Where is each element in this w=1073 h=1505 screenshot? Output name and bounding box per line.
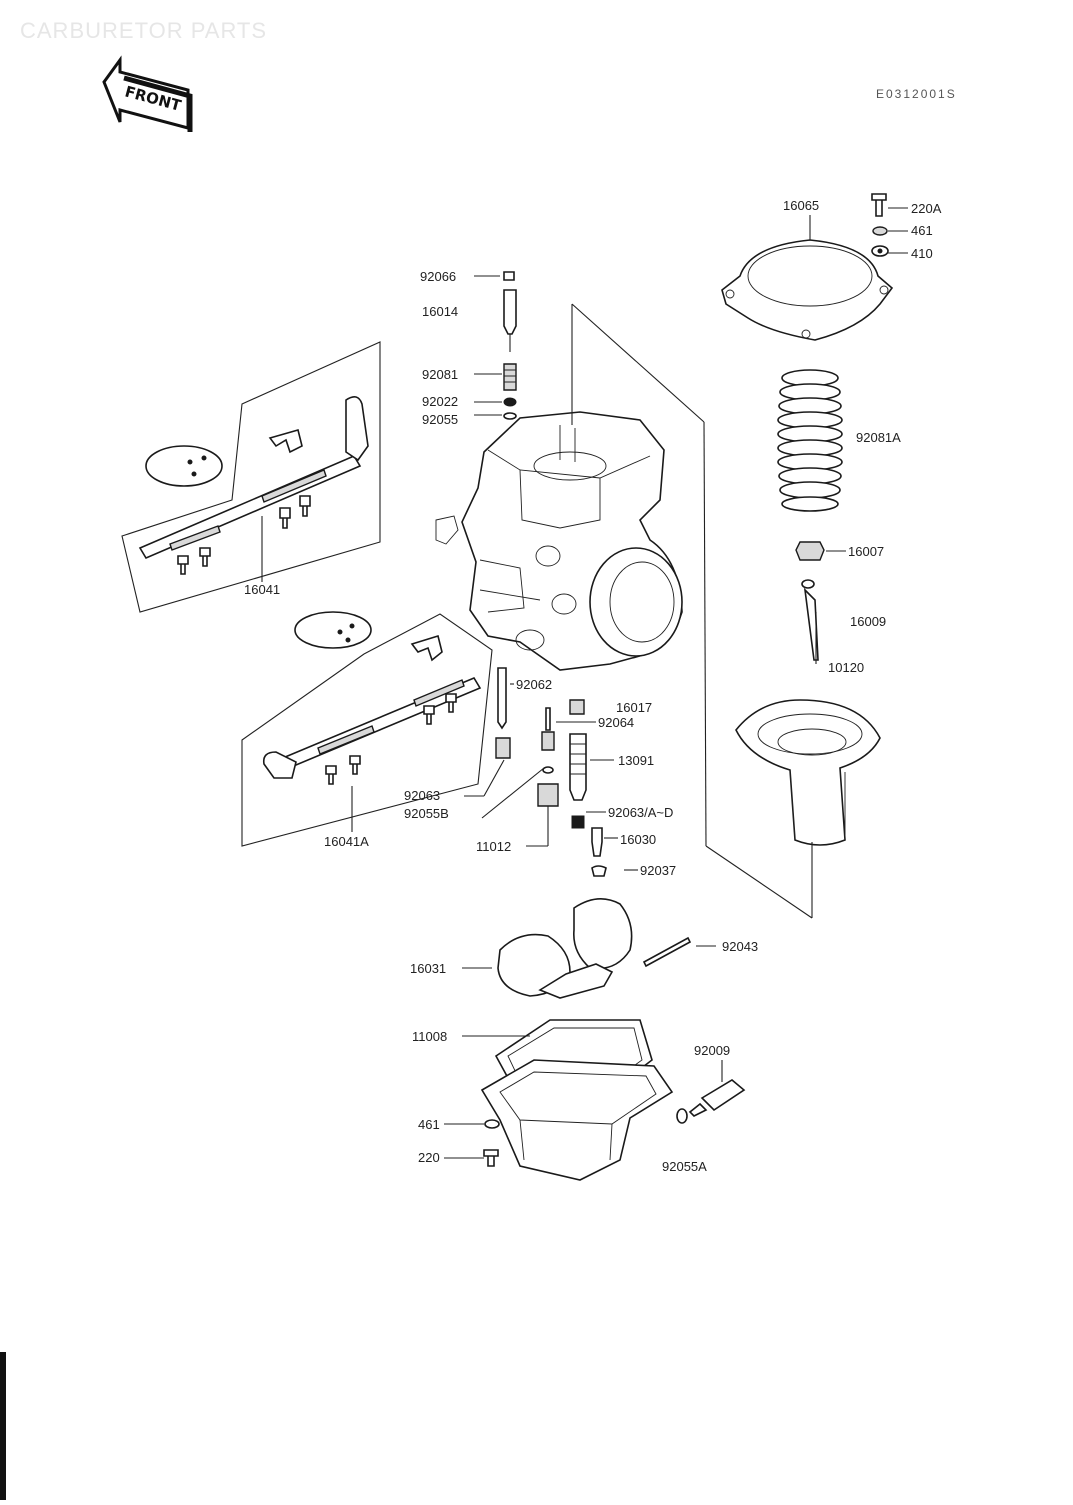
pilot-jet-92062 bbox=[497, 667, 507, 730]
plug-11012 bbox=[537, 783, 559, 807]
lever-assembly-16041A bbox=[241, 611, 493, 847]
top-cover-assembly bbox=[721, 193, 894, 341]
label-92037: 92037 bbox=[640, 863, 676, 878]
spring-92081A bbox=[777, 369, 843, 512]
drain-screw-92009 bbox=[676, 1079, 746, 1124]
label-220: 220 bbox=[418, 1150, 440, 1165]
needle-jet-parts bbox=[503, 271, 517, 420]
main-jet-16017 bbox=[569, 699, 585, 715]
label-16031: 16031 bbox=[410, 961, 446, 976]
label-16009: 16009 bbox=[850, 614, 886, 629]
label-92055B: 92055B bbox=[404, 806, 449, 821]
label-16014: 16014 bbox=[422, 304, 458, 319]
scan-edge-mark bbox=[0, 1352, 6, 1500]
washer-small-92055B bbox=[542, 766, 554, 774]
label-92066: 92066 bbox=[420, 269, 456, 284]
clip-92037 bbox=[591, 865, 607, 877]
front-arrow-icon: FRONT bbox=[102, 55, 193, 132]
figure-code: E0312001S bbox=[876, 87, 957, 101]
vacuum-piston-diaphragm bbox=[735, 699, 881, 846]
float-16031 bbox=[497, 898, 633, 999]
label-11012: 11012 bbox=[476, 839, 511, 854]
label-92081A: 92081A bbox=[856, 430, 901, 445]
needle-holder-16007 bbox=[795, 541, 825, 561]
label-92063: 92063 bbox=[404, 788, 440, 803]
washer-92063AD bbox=[571, 815, 585, 829]
label-16041: 16041 bbox=[244, 582, 280, 597]
label-410: 410 bbox=[911, 246, 933, 261]
label-16041A: 16041A bbox=[324, 834, 369, 849]
label-461-top: 461 bbox=[911, 223, 933, 238]
label-92055A: 92055A bbox=[662, 1159, 707, 1174]
label-92022: 92022 bbox=[422, 394, 458, 409]
label-92055: 92055 bbox=[422, 412, 458, 427]
label-16017: 16017 bbox=[616, 700, 652, 715]
float-valve-16030 bbox=[591, 827, 603, 857]
label-92064: 92064 bbox=[598, 715, 634, 730]
label-16065: 16065 bbox=[783, 198, 819, 213]
label-220A: 220A bbox=[911, 201, 942, 216]
label-11008: 11008 bbox=[412, 1029, 447, 1044]
label-92081: 92081 bbox=[422, 367, 458, 382]
label-92043: 92043 bbox=[722, 939, 758, 954]
label-92063AD: 92063/A~D bbox=[608, 805, 673, 820]
label-16030: 16030 bbox=[620, 832, 656, 847]
label-92062: 92062 bbox=[516, 677, 552, 692]
screw-92064 bbox=[541, 707, 555, 751]
carburetor-body bbox=[435, 411, 683, 671]
jet-needle-16009 bbox=[801, 579, 819, 664]
float-pin-92043 bbox=[642, 936, 692, 968]
label-16007: 16007 bbox=[848, 544, 884, 559]
float-bowl bbox=[480, 1059, 674, 1181]
label-92009: 92009 bbox=[694, 1043, 730, 1058]
needle-jet-13091 bbox=[569, 733, 587, 801]
lever-assembly-16041 bbox=[121, 341, 381, 613]
label-10120: 10120 bbox=[828, 660, 864, 675]
label-461-bottom: 461 bbox=[418, 1117, 440, 1132]
label-13091: 13091 bbox=[618, 753, 654, 768]
diagram-title: CARBURETOR PARTS bbox=[20, 18, 267, 43]
bowl-screws bbox=[483, 1119, 500, 1167]
fitting-92063 bbox=[495, 737, 511, 759]
